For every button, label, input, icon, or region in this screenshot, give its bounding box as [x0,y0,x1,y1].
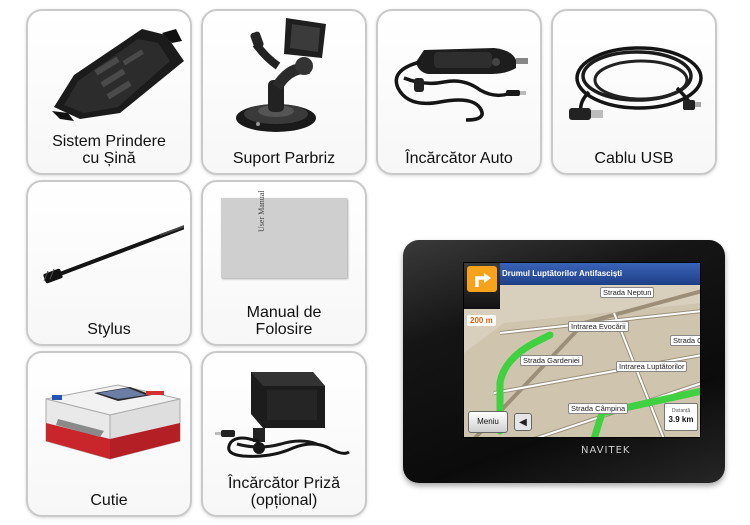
caption-line: Suport Parbriz [232,150,336,167]
windshield-mount-image [203,11,365,141]
manual-booklet: User Manual [221,190,347,278]
road-label: Intrarea Luptătorilor [616,361,688,372]
item-caption: Manual de Folosire [203,304,365,338]
caption-line: Manual de [246,304,322,321]
item-card-box: Cutie [26,351,192,517]
item-caption: Sistem Prindere cu Șină [28,133,190,167]
map-roads [464,263,700,437]
item-card-stylus: Stylus [26,180,192,346]
gps-device: Drumul Luptătorilor Antifasciști 200 m S… [403,240,725,483]
item-caption: Încărcător Auto [378,150,540,167]
wall-charger-image [203,353,365,463]
item-caption: Cablu USB [553,150,715,167]
usb-cable-image [553,11,715,136]
item-card-usb-cable: Cablu USB [551,9,717,175]
rail-mount-image [28,11,190,129]
speaker-icon: ◀ [519,416,527,428]
caption-line: cu Șină [82,150,136,167]
item-card-user-manual: User Manual Manual de Folosire [201,180,367,346]
status-label: Distanță [671,408,691,414]
box-image [28,353,190,475]
caption-line: Cutie [90,492,128,509]
stylus-image [28,182,190,302]
road-label: Intrarea Evocării [568,321,629,332]
road-label: Strada Câmpina [568,403,629,414]
road-label: Strada C [670,335,700,346]
caption-line: Stylus [87,321,131,338]
next-turn-panel [464,263,500,309]
caption-line: Folosire [255,321,313,338]
item-caption: Cutie [28,492,190,509]
item-card-windshield-mount: Suport Parbriz [201,9,367,175]
distance-status: Distanță 3.9 km [664,403,698,431]
caption-line: (opțional) [250,492,318,509]
next-turn-distance: 200 m [467,315,496,326]
street-header: Drumul Luptătorilor Antifasciști [464,263,700,285]
caption-line: Încărcător Auto [405,150,513,167]
item-caption: Încărcător Priză (opțional) [203,475,365,509]
speaker-button[interactable]: ◀ [514,413,532,431]
item-card-wall-charger: Încărcător Priză (opțional) [201,351,367,517]
user-manual-image: User Manual [203,182,365,292]
item-caption: Stylus [28,321,190,338]
caption-line: Încărcător Priză [227,475,341,492]
item-caption: Suport Parbriz [203,150,365,167]
brand-logo: NAVITEK [581,445,631,456]
street-header-text: Drumul Luptătorilor Antifasciști [502,269,623,278]
road-label: Strada Gardeniei [520,355,583,366]
item-card-car-charger: Încărcător Auto [376,9,542,175]
car-charger-image [378,11,540,136]
road-label: Strada Neptun [600,287,655,298]
caption-line: Sistem Prindere [52,133,166,150]
manual-cover-text: User Manual [257,190,266,232]
menu-button[interactable]: Meniu [468,411,508,433]
caption-line: Cablu USB [594,150,674,167]
status-value: 3.9 km [668,415,694,424]
item-card-rail-mount: Sistem Prindere cu Șină [26,9,192,175]
turn-right-icon [467,266,497,292]
gps-screen: Drumul Luptătorilor Antifasciști 200 m S… [463,262,701,438]
